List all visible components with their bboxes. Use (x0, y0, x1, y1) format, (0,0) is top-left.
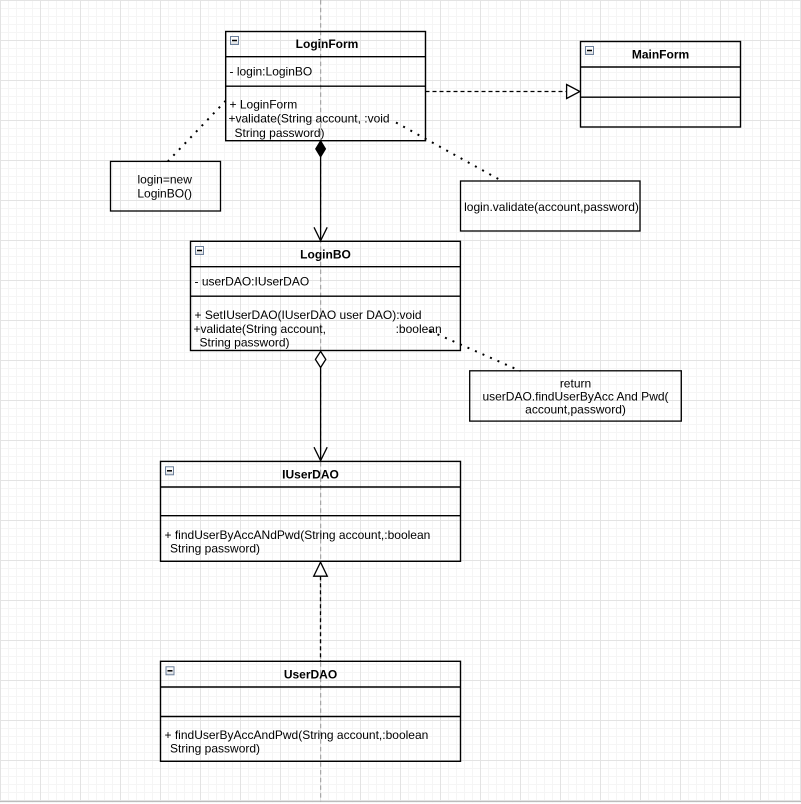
svg-text:LoginBO(): LoginBO() (137, 187, 192, 201)
svg-text:String password): String password) (170, 742, 260, 756)
svg-text:MainForm: MainForm (632, 48, 689, 62)
svg-text:String password): String password) (235, 126, 325, 140)
svg-text:+ findUserByAccANdPwd(String a: + findUserByAccANdPwd(String account,:bo… (165, 528, 431, 542)
svg-text:+validate(String account, :vo: +validate(String account, :void (229, 112, 390, 126)
svg-text:+ LoginForm: + LoginForm (230, 98, 298, 112)
svg-text:+validate(String account,: +validate(String account, (194, 322, 326, 336)
svg-text:String password): String password) (200, 335, 290, 349)
svg-text:account,password): account,password) (525, 403, 626, 417)
svg-text:login=new: login=new (138, 173, 193, 187)
svg-text:login.validate(account,passwor: login.validate(account,password) (464, 200, 639, 214)
svg-text:userDAO.findUserByAcc And Pwd(: userDAO.findUserByAcc And Pwd( (482, 389, 668, 403)
svg-text::boolean: :boolean (396, 322, 442, 336)
svg-text:+ findUserByAccAndPwd(String a: + findUserByAccAndPwd(String account,:bo… (165, 728, 429, 742)
svg-text:IUserDAO: IUserDAO (282, 468, 339, 482)
svg-text:UserDAO: UserDAO (284, 668, 337, 682)
svg-text:+ SetIUserDAO(IUserDAO user DA: + SetIUserDAO(IUserDAO user DAO):void (195, 308, 422, 322)
svg-text:LoginForm: LoginForm (296, 37, 359, 51)
svg-text:- userDAO:IUserDAO: - userDAO:IUserDAO (195, 275, 310, 289)
svg-text:LoginBO: LoginBO (300, 247, 351, 261)
svg-text:- login:LoginBO: - login:LoginBO (230, 65, 313, 79)
svg-text:String password): String password) (170, 542, 260, 556)
svg-text:return: return (560, 376, 591, 390)
